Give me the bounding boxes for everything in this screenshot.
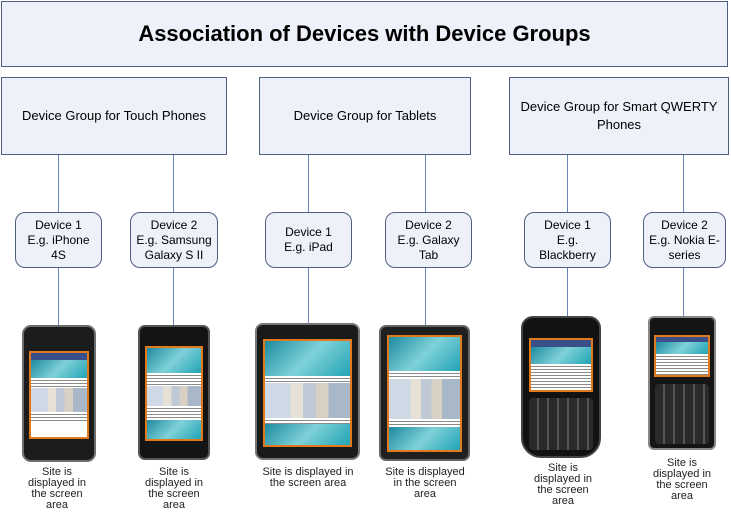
screen-area <box>145 346 203 441</box>
group-label: Device Group for Touch Phones <box>21 108 207 123</box>
group-label: Device Group for Smart QWERTY Phones <box>520 99 718 132</box>
ipad-image <box>255 323 360 460</box>
connector-line <box>567 268 568 316</box>
screen-caption: Site is displayed in the screen area <box>27 466 87 511</box>
screen-caption: Site is displayed in the screen area <box>144 466 204 511</box>
connector-line <box>567 155 568 212</box>
connector-line <box>683 268 684 316</box>
blackberry-image <box>521 316 601 458</box>
screen-area <box>529 338 593 392</box>
screen-caption: Site is displayed in the screen area <box>262 466 354 489</box>
device-label: Device 1 E.g. iPhone 4S <box>27 217 90 262</box>
group-box-tablets: Device Group for Tablets <box>259 77 471 155</box>
connector-line <box>683 155 684 212</box>
galaxy-tab-image <box>379 325 470 461</box>
device-box-ipad: Device 1 E.g. iPad <box>265 212 352 268</box>
connector-line <box>425 155 426 212</box>
device-box-nokia: Device 2 E.g. Nokia E- series <box>643 212 726 268</box>
connector-line <box>308 155 309 212</box>
diagram-title: Association of Devices with Device Group… <box>1 1 728 67</box>
screen-caption: Site is displayed in the screen area <box>533 462 593 507</box>
keyboard <box>529 398 593 450</box>
screen-caption: Site is displayed in the screen area <box>652 457 712 502</box>
device-label: Device 2 E.g. Galaxy Tab <box>397 217 460 262</box>
keyboard <box>655 384 709 444</box>
device-label: Device 2 E.g. Nokia E- series <box>649 217 720 262</box>
group-box-qwerty-phones: Device Group for Smart QWERTY Phones <box>509 77 729 155</box>
group-label: Device Group for Tablets <box>293 108 437 123</box>
connector-line <box>308 268 309 325</box>
device-box-blackberry: Device 1 E.g. Blackberry <box>524 212 611 268</box>
device-box-samsung: Device 2 E.g. Samsung Galaxy S II <box>130 212 218 268</box>
connector-line <box>58 268 59 325</box>
screen-area <box>387 335 462 452</box>
screen-caption: Site is displayed in the screen area <box>385 466 465 500</box>
nokia-phone-image <box>648 316 716 450</box>
group-box-touch-phones: Device Group for Touch Phones <box>1 77 227 155</box>
connector-line <box>58 155 59 212</box>
samsung-phone-image <box>138 325 210 460</box>
device-box-galaxy-tab: Device 2 E.g. Galaxy Tab <box>385 212 472 268</box>
screen-area <box>263 339 352 447</box>
connector-line <box>173 268 174 325</box>
device-box-iphone: Device 1 E.g. iPhone 4S <box>15 212 102 268</box>
device-label: Device 1 E.g. iPad <box>284 225 333 254</box>
device-label: Device 1 E.g. Blackberry <box>539 217 596 262</box>
iphone-image <box>22 325 96 462</box>
screen-area <box>29 351 89 439</box>
connector-line <box>425 268 426 325</box>
screen-area <box>654 335 710 377</box>
device-label: Device 2 E.g. Samsung Galaxy S II <box>136 217 212 262</box>
connector-line <box>173 155 174 212</box>
